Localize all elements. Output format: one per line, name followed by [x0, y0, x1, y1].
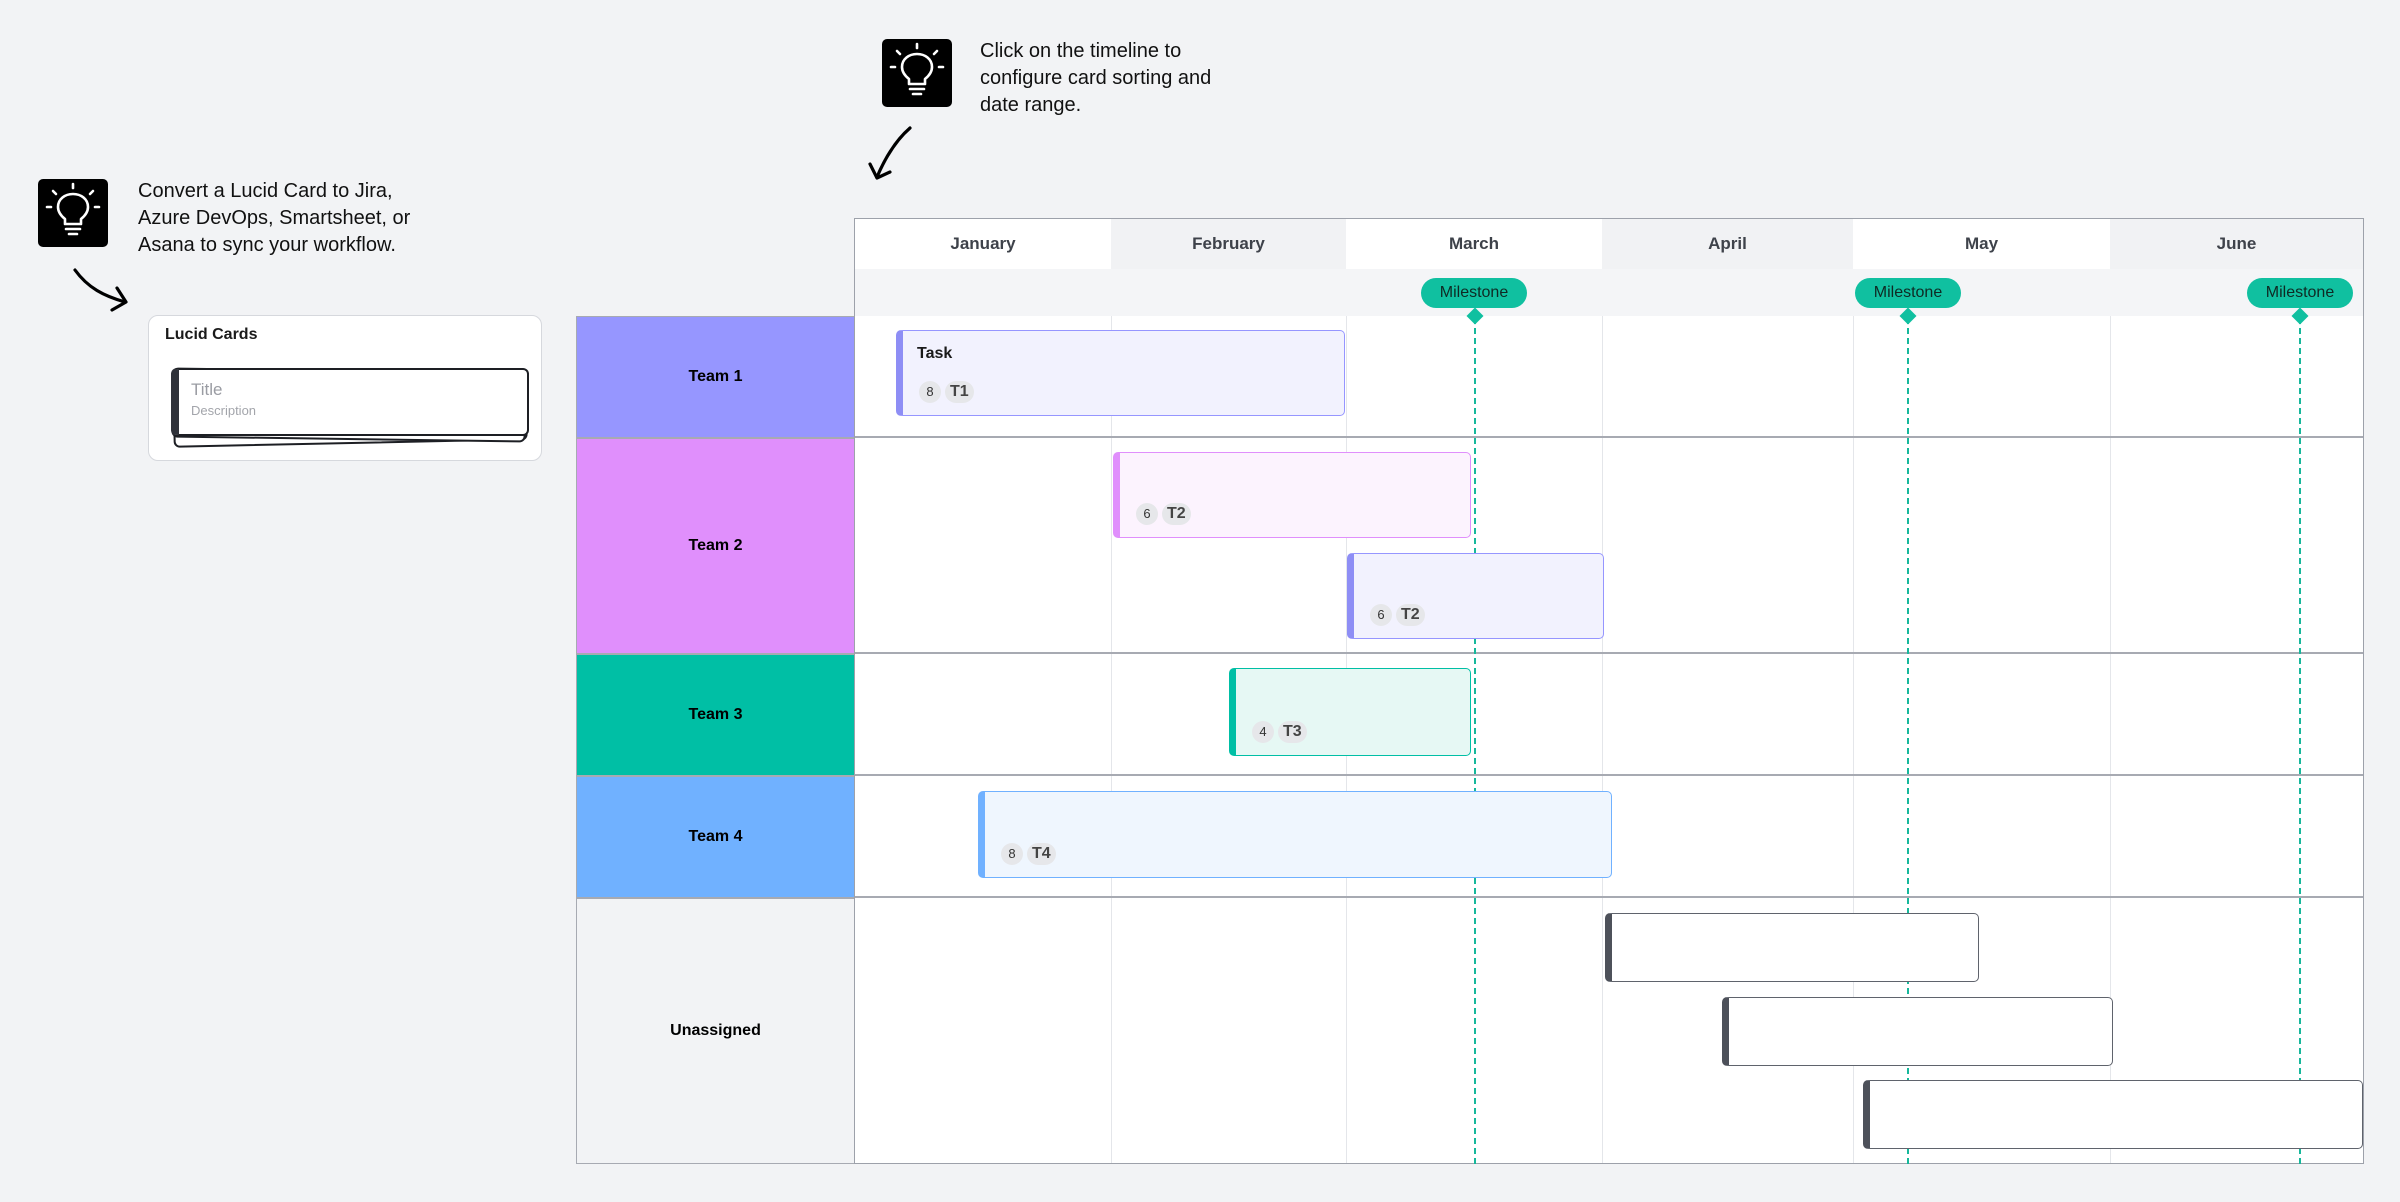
unassigned-task-card[interactable]	[1722, 997, 2113, 1066]
unassigned-task-card[interactable]	[1863, 1080, 2363, 1149]
card-description-placeholder: Description	[191, 403, 257, 418]
story-points-badge: 6	[1370, 604, 1392, 626]
task-card[interactable]: Task 8 T1	[896, 330, 1345, 416]
lane-team-4[interactable]: Team 4	[576, 776, 854, 898]
arrow-icon	[73, 268, 128, 312]
task-title: Task	[917, 345, 953, 362]
swimlane-labels: Team 1 Team 2 Team 3 Team 4 Unassigned	[576, 316, 854, 1164]
lane-unassigned[interactable]: Unassigned	[576, 898, 854, 1164]
milestone-line	[1474, 318, 1476, 1164]
lightbulb-icon	[38, 179, 108, 247]
grid-line	[2110, 316, 2111, 1163]
lucid-cards-panel[interactable]: Lucid Cards Title Description	[148, 315, 542, 461]
task-tag: T2	[1162, 503, 1191, 525]
arrow-icon	[868, 126, 912, 180]
task-card[interactable]: 6 T2	[1347, 553, 1604, 639]
task-tag: T2	[1396, 604, 1425, 626]
milestone-marker[interactable]: Milestone	[1421, 278, 1527, 308]
story-points-badge: 8	[1001, 843, 1023, 865]
timeline-grid[interactable]	[854, 316, 2364, 1164]
story-points-badge: 6	[1136, 503, 1158, 525]
lucid-card-template[interactable]: Title Description	[171, 368, 529, 436]
milestone-marker[interactable]: Milestone	[1855, 278, 1961, 308]
task-tag: T1	[945, 381, 974, 403]
milestone-row	[855, 269, 2363, 317]
task-card[interactable]: 4 T3	[1229, 668, 1471, 756]
grid-line	[1111, 316, 1112, 1163]
task-tag: T3	[1278, 721, 1307, 743]
lane-divider	[855, 774, 2363, 776]
lane-team-3[interactable]: Team 3	[576, 654, 854, 776]
month-header[interactable]: January	[855, 219, 1111, 270]
grid-line	[1602, 316, 1603, 1163]
month-header[interactable]: June	[2110, 219, 2363, 270]
milestone-line	[2299, 318, 2301, 1164]
timeline-tip-text: Click on the timeline to configure card …	[980, 40, 1212, 116]
story-points-badge: 8	[919, 381, 941, 403]
lucid-cards-title: Lucid Cards	[165, 326, 258, 343]
lane-divider	[855, 652, 2363, 654]
convert-tip-text: Convert a Lucid Card to Jira, Azure DevO…	[138, 180, 411, 256]
grid-line	[1853, 316, 1854, 1163]
task-card[interactable]: 6 T2	[1113, 452, 1471, 538]
unassigned-task-card[interactable]	[1605, 913, 1979, 982]
task-card[interactable]: 8 T4	[978, 791, 1612, 878]
lane-divider	[855, 436, 2363, 438]
month-header[interactable]: March	[1346, 219, 1602, 270]
lane-divider	[855, 896, 2363, 898]
milestone-line	[1907, 318, 1909, 1164]
milestone-marker[interactable]: Milestone	[2247, 278, 2353, 308]
month-header[interactable]: February	[1111, 219, 1346, 270]
story-points-badge: 4	[1252, 721, 1274, 743]
timeline-header[interactable]: January February March April May June	[854, 218, 2364, 318]
card-title-placeholder: Title	[191, 380, 223, 399]
month-header[interactable]: April	[1602, 219, 1853, 270]
lane-team-1[interactable]: Team 1	[576, 316, 854, 438]
month-header[interactable]: May	[1853, 219, 2110, 270]
lane-team-2[interactable]: Team 2	[576, 438, 854, 654]
task-tag: T4	[1027, 843, 1056, 865]
lightbulb-icon	[882, 39, 952, 107]
